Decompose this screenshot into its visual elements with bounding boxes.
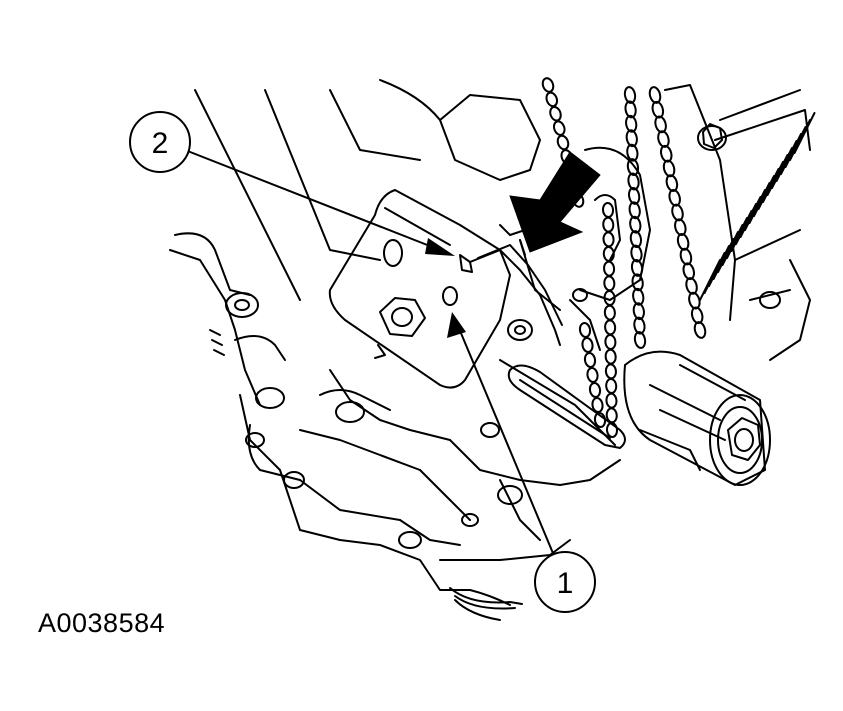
callout-2-leader — [184, 149, 455, 256]
tensioner-bolt — [379, 297, 426, 337]
chain-link — [633, 331, 647, 349]
chain-link — [605, 378, 618, 394]
chain-link — [604, 319, 617, 336]
chain-link — [604, 363, 617, 380]
camshaft-sprocket-area — [507, 146, 651, 351]
chain-link — [693, 321, 707, 339]
chain-link — [603, 275, 616, 292]
chain-link — [603, 304, 616, 321]
chain-link — [591, 397, 604, 413]
right-chain-guide — [664, 84, 811, 361]
chain-link — [604, 348, 617, 365]
crankshaft-bolt — [727, 417, 761, 461]
push-direction-arrow — [509, 151, 601, 253]
callout-1-label: 1 — [557, 567, 574, 600]
chain-link — [602, 231, 615, 248]
callout-2: 2 — [129, 111, 191, 173]
chain-tensioner-body — [328, 189, 511, 389]
callout-1-leader — [447, 312, 556, 559]
sensor-wire — [449, 587, 523, 610]
mounting-bosses — [209, 292, 523, 549]
chain-link — [549, 105, 562, 122]
engine-block-outline — [169, 79, 621, 621]
chain-link — [583, 352, 597, 368]
chain-link — [601, 202, 615, 218]
callout-1: 1 — [534, 551, 596, 613]
chain-link — [605, 392, 618, 409]
crankshaft-sprocket — [623, 350, 771, 486]
timing-chain-secondary — [578, 322, 607, 428]
chain-link — [604, 334, 617, 350]
chain-hatch-line — [793, 112, 816, 154]
chain-link — [588, 382, 602, 398]
figure-id: A0038584 — [38, 608, 166, 638]
chain-link — [602, 216, 615, 233]
chain-link — [581, 337, 594, 353]
callout-2-label: 2 — [152, 127, 169, 160]
secondary-chain-band — [699, 112, 816, 301]
chain-link — [552, 120, 566, 136]
chain-guide — [499, 359, 626, 449]
chain-link — [556, 134, 570, 151]
chain-link — [578, 322, 592, 338]
timing-chain-primary — [541, 77, 707, 438]
chain-link — [545, 91, 559, 108]
chain-link — [541, 77, 555, 93]
chain-link — [586, 367, 599, 383]
chain-link — [603, 260, 616, 277]
